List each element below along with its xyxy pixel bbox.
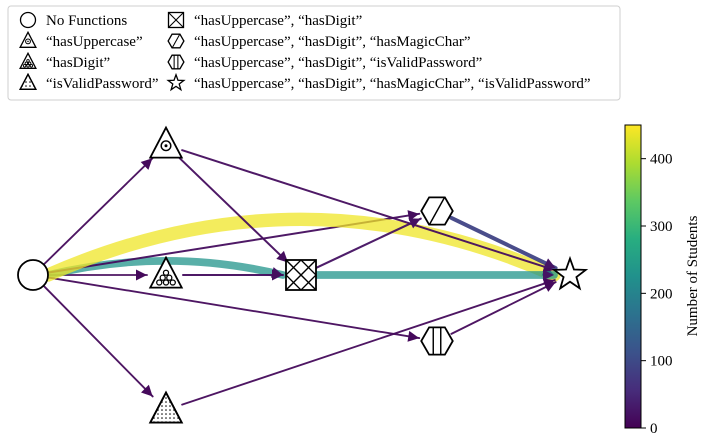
all-node-legend-icon bbox=[166, 72, 186, 92]
legend-label-upper: “hasUppercase” bbox=[46, 34, 143, 50]
colorbar-tick-label: 0 bbox=[650, 421, 658, 437]
edge-valid-all bbox=[181, 278, 556, 406]
udm-node-legend-icon bbox=[167, 33, 185, 49]
colorbar: 0 100 200 300 400 Number of Students bbox=[624, 124, 701, 437]
legend-label-all: “hasUppercase”, “hasDigit”, “hasMagicCha… bbox=[194, 76, 591, 92]
edge-none-udv bbox=[46, 276, 421, 342]
colorbar-label: Number of Students bbox=[685, 215, 701, 336]
edge-ud-udm bbox=[314, 217, 422, 270]
colorbar-tick-label: 200 bbox=[650, 286, 673, 302]
ud-node bbox=[285, 259, 317, 291]
udm-node bbox=[420, 196, 454, 226]
legend-label-udm: “hasUppercase”, “hasDigit”, “hasMagicCha… bbox=[194, 34, 471, 50]
legend-item-ud: “hasUppercase”, “hasDigit” bbox=[167, 11, 362, 29]
legend: No Functions “hasUppercase” “hasDigit” “isV… bbox=[7, 5, 621, 101]
none-node bbox=[17, 259, 49, 291]
colorbar-tick-label: 300 bbox=[650, 219, 673, 235]
legend-frame bbox=[7, 5, 621, 101]
legend-item-udv: “hasUppercase”, “hasDigit”, “isValidPass… bbox=[167, 54, 482, 71]
upper-node bbox=[148, 125, 184, 159]
none-node-legend-icon bbox=[19, 11, 37, 29]
legend-item-udm: “hasUppercase”, “hasDigit”, “hasMagicCha… bbox=[167, 33, 471, 50]
legend-label-none: No Functions bbox=[46, 13, 127, 29]
legend-label-ud: “hasUppercase”, “hasDigit” bbox=[194, 13, 362, 29]
digit-node bbox=[148, 255, 184, 289]
edge-none-valid bbox=[42, 284, 154, 398]
upper-node-legend-icon bbox=[19, 30, 37, 48]
ud-node-legend-icon bbox=[167, 11, 185, 29]
edge-udm-all bbox=[449, 215, 558, 271]
udv-node bbox=[420, 326, 454, 356]
colorbar-gradient bbox=[624, 124, 642, 429]
edge-udv-all bbox=[450, 281, 557, 335]
legend-item-valid: “isValidPassword” bbox=[19, 72, 159, 92]
legend-label-valid: “isValidPassword” bbox=[46, 76, 159, 92]
nodes bbox=[17, 125, 589, 424]
valid-node-legend-icon bbox=[19, 72, 37, 90]
valid-node bbox=[148, 390, 184, 424]
legend-item-all: “hasUppercase”, “hasDigit”, “hasMagicCha… bbox=[166, 72, 591, 92]
legend-label-udv: “hasUppercase”, “hasDigit”, “isValidPass… bbox=[194, 55, 482, 71]
legend-item-upper: “hasUppercase” bbox=[19, 30, 143, 50]
colorbar-tick-label: 100 bbox=[650, 354, 673, 370]
legend-label-digit: “hasDigit” bbox=[46, 55, 110, 71]
edge-upper-ud bbox=[177, 155, 290, 264]
colorbar-tick-label: 400 bbox=[650, 152, 673, 168]
edge-ud-all bbox=[313, 269, 558, 281]
udv-node-legend-icon bbox=[167, 54, 185, 70]
edges bbox=[41, 149, 561, 406]
legend-item-none: No Functions bbox=[19, 11, 127, 29]
digit-node-legend-icon bbox=[19, 51, 37, 69]
edge-digit-ud bbox=[182, 269, 284, 281]
legend-item-digit: “hasDigit” bbox=[19, 51, 110, 71]
all-node bbox=[551, 255, 589, 291]
edge-none-upper bbox=[42, 157, 154, 266]
